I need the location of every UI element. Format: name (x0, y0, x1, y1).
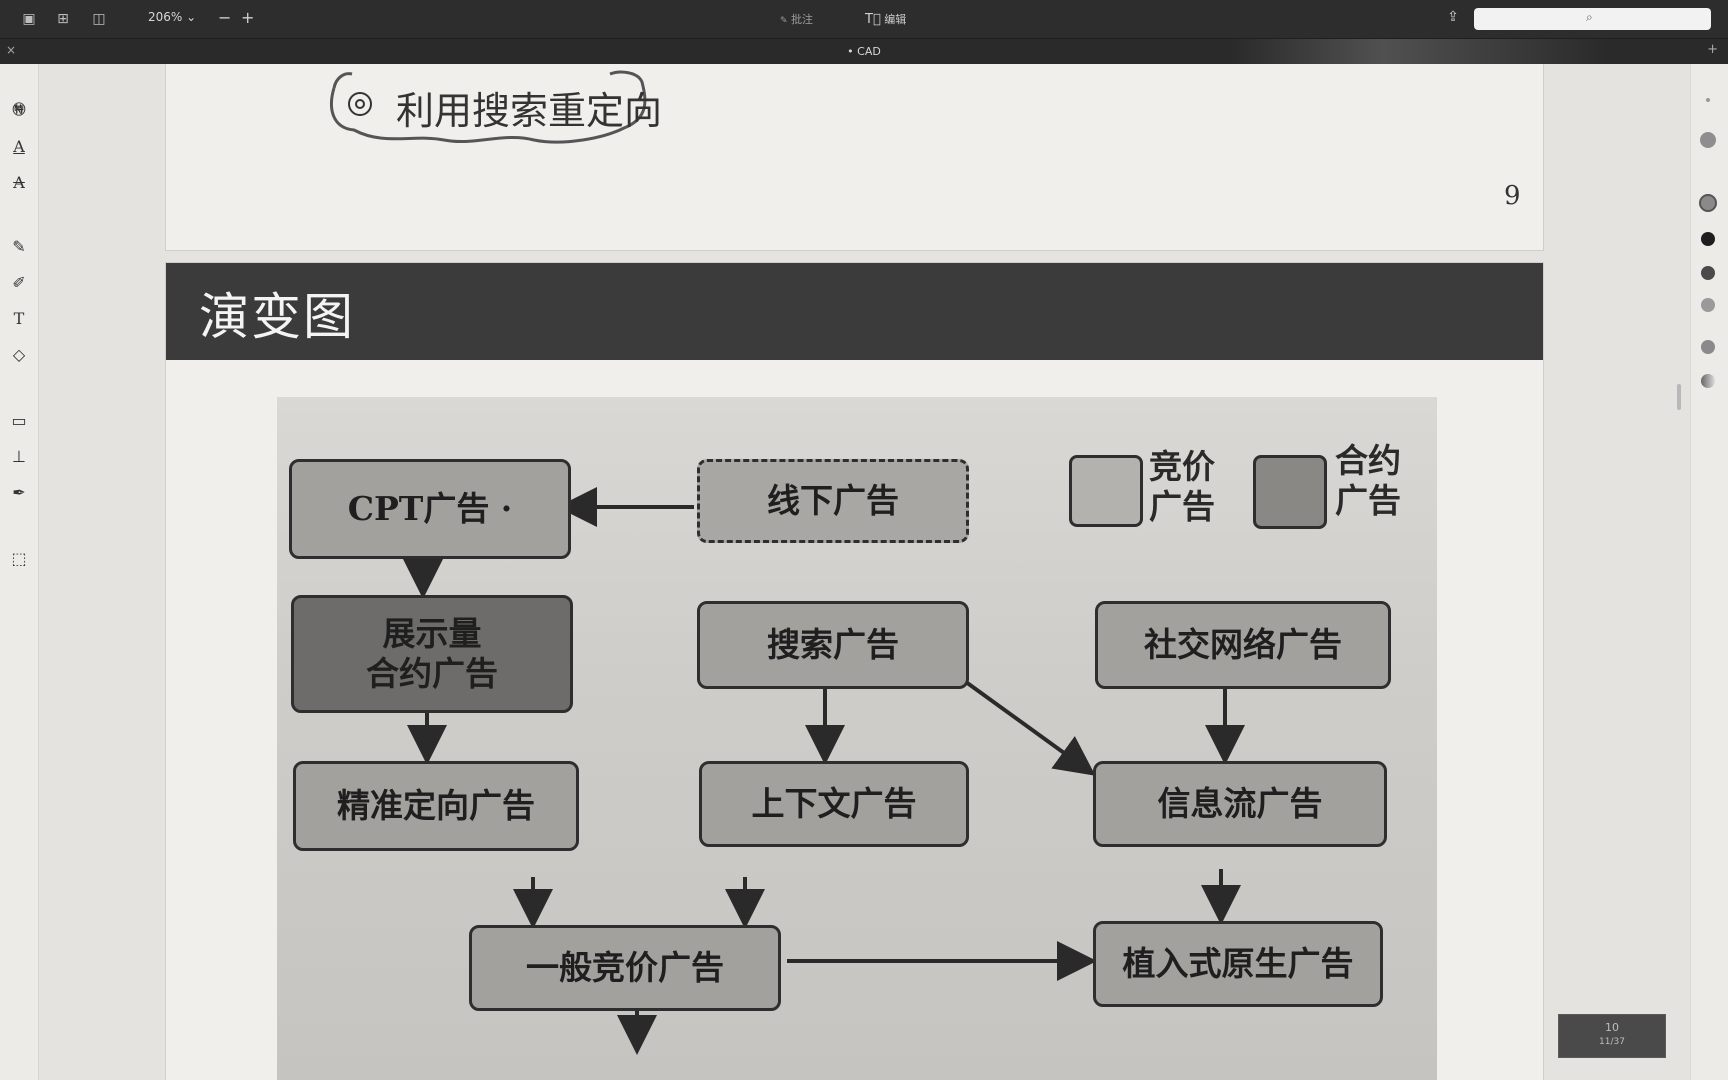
arrow-search-to-feed (957, 675, 1096, 776)
title-bar: ▣ ⊞ ◫ 206% ⌄ − + ✎ 批注 T⃒ 编辑 ⇪ ⌕ (0, 0, 1728, 38)
tab-bar: × • CAD + (0, 38, 1728, 65)
box-cpt-ad: CPT广告 · (289, 459, 571, 559)
box-feed-ad: 信息流广告 (1093, 761, 1387, 847)
watermark-overlay (1230, 39, 1610, 65)
page-9: 利用搜索重定向 9 (165, 64, 1544, 251)
document-area[interactable]: 利用搜索重定向 9 演变图 (39, 64, 1690, 1080)
legend-swatch-bidding (1069, 455, 1143, 527)
two-page-view-icon[interactable]: ◫ (92, 11, 106, 27)
box-context-ad: 上下文广告 (699, 761, 969, 847)
text-underline-icon[interactable]: A (13, 137, 25, 156)
legend-label-contract: 合约 广告 (1335, 441, 1401, 520)
highlighter-icon[interactable]: ✐ (12, 273, 26, 292)
box-offline-ad: 线下广告 (697, 459, 969, 543)
sidebar-toggle-icon[interactable]: ▣ (22, 11, 36, 27)
rail-dot-small[interactable] (1706, 98, 1710, 102)
tab-title[interactable]: • CAD (847, 45, 881, 58)
pencil-icon[interactable]: ✎ (12, 237, 26, 256)
evolution-diagram-photo: CPT广告 · 线下广告 竞价 广告 合约 广告 展示量 合约广告 搜索广告 社… (277, 397, 1437, 1080)
box-search-ad: 搜索广告 (697, 601, 969, 689)
box-social-ad: 社交网络广告 (1095, 601, 1391, 689)
page-thumbnail[interactable]: 10 11/37 (1558, 1014, 1666, 1058)
pen-icon[interactable]: ✒ (12, 483, 26, 502)
thumbnail-page-count: 11/37 (1599, 1037, 1625, 1047)
box-targeted-ad: 精准定向广告 (293, 761, 579, 851)
target-bullet-icon (348, 92, 372, 116)
comment-icon[interactable]: ▭ (11, 411, 27, 430)
left-toolbar: ㊕ A A ✎ ✐ T ◇ ▭ ⊥ ✒ ⬚ (0, 64, 39, 1080)
right-color-rail (1690, 64, 1728, 1080)
legend-label-bidding: 竞价 广告 (1149, 447, 1215, 526)
page-number: 9 (1504, 181, 1521, 211)
search-input[interactable]: ⌕ (1474, 8, 1711, 30)
section-banner: 演变图 (166, 263, 1543, 360)
text-recognize-icon[interactable]: ㊕ (12, 103, 26, 118)
selection-icon[interactable]: ⬚ (11, 549, 27, 568)
text-tool-icon[interactable]: T (13, 309, 25, 328)
legend-swatch-contract (1253, 455, 1327, 529)
chevron-down-icon: ⌄ (186, 10, 197, 24)
color-swatch-mid-gray[interactable] (1701, 340, 1715, 354)
bullet-text: 利用搜索重定向 (396, 89, 663, 133)
share-icon[interactable]: ⇪ (1447, 9, 1459, 25)
box-native-ad: 植入式原生广告 (1093, 921, 1383, 1007)
thumbnail-label: 10 (1605, 1021, 1619, 1034)
shapes-icon[interactable]: ◇ (12, 345, 26, 364)
zoom-out-button[interactable]: − (218, 8, 232, 27)
color-swatch-gray-light[interactable] (1700, 132, 1716, 148)
color-swatch-black[interactable] (1701, 232, 1715, 246)
edit-tool[interactable]: T⃒ 编辑 (865, 12, 907, 27)
text-strike-icon[interactable]: A (13, 173, 25, 192)
zoom-level[interactable]: 206% ⌄ (148, 10, 197, 24)
zoom-in-button[interactable]: + (241, 8, 255, 27)
text-edit-icon: T⃒ (865, 12, 881, 27)
annotate-icon: ✎ (780, 16, 788, 26)
grid-view-icon[interactable]: ⊞ (57, 11, 69, 27)
stamp-icon[interactable]: ⊥ (12, 447, 26, 466)
box-general-bid-ad: 一般竞价广告 (469, 925, 781, 1011)
color-picker-icon[interactable] (1701, 374, 1715, 388)
box-display-contract-ad: 展示量 合约广告 (291, 595, 573, 713)
annotate-tool[interactable]: ✎ 批注 (780, 13, 814, 26)
page-10: 演变图 (165, 262, 1544, 1080)
color-swatch-selected[interactable] (1699, 194, 1717, 212)
banner-title: 演变图 (199, 288, 355, 346)
search-icon: ⌕ (1586, 10, 1593, 24)
color-swatch-dark-gray[interactable] (1701, 266, 1715, 280)
close-tab-icon[interactable]: × (6, 43, 17, 57)
add-tab-icon[interactable]: + (1707, 42, 1718, 57)
scrollbar-thumb[interactable] (1677, 384, 1681, 410)
handwritten-cloud-annotation (330, 70, 647, 144)
color-swatch-gray[interactable] (1701, 298, 1715, 312)
